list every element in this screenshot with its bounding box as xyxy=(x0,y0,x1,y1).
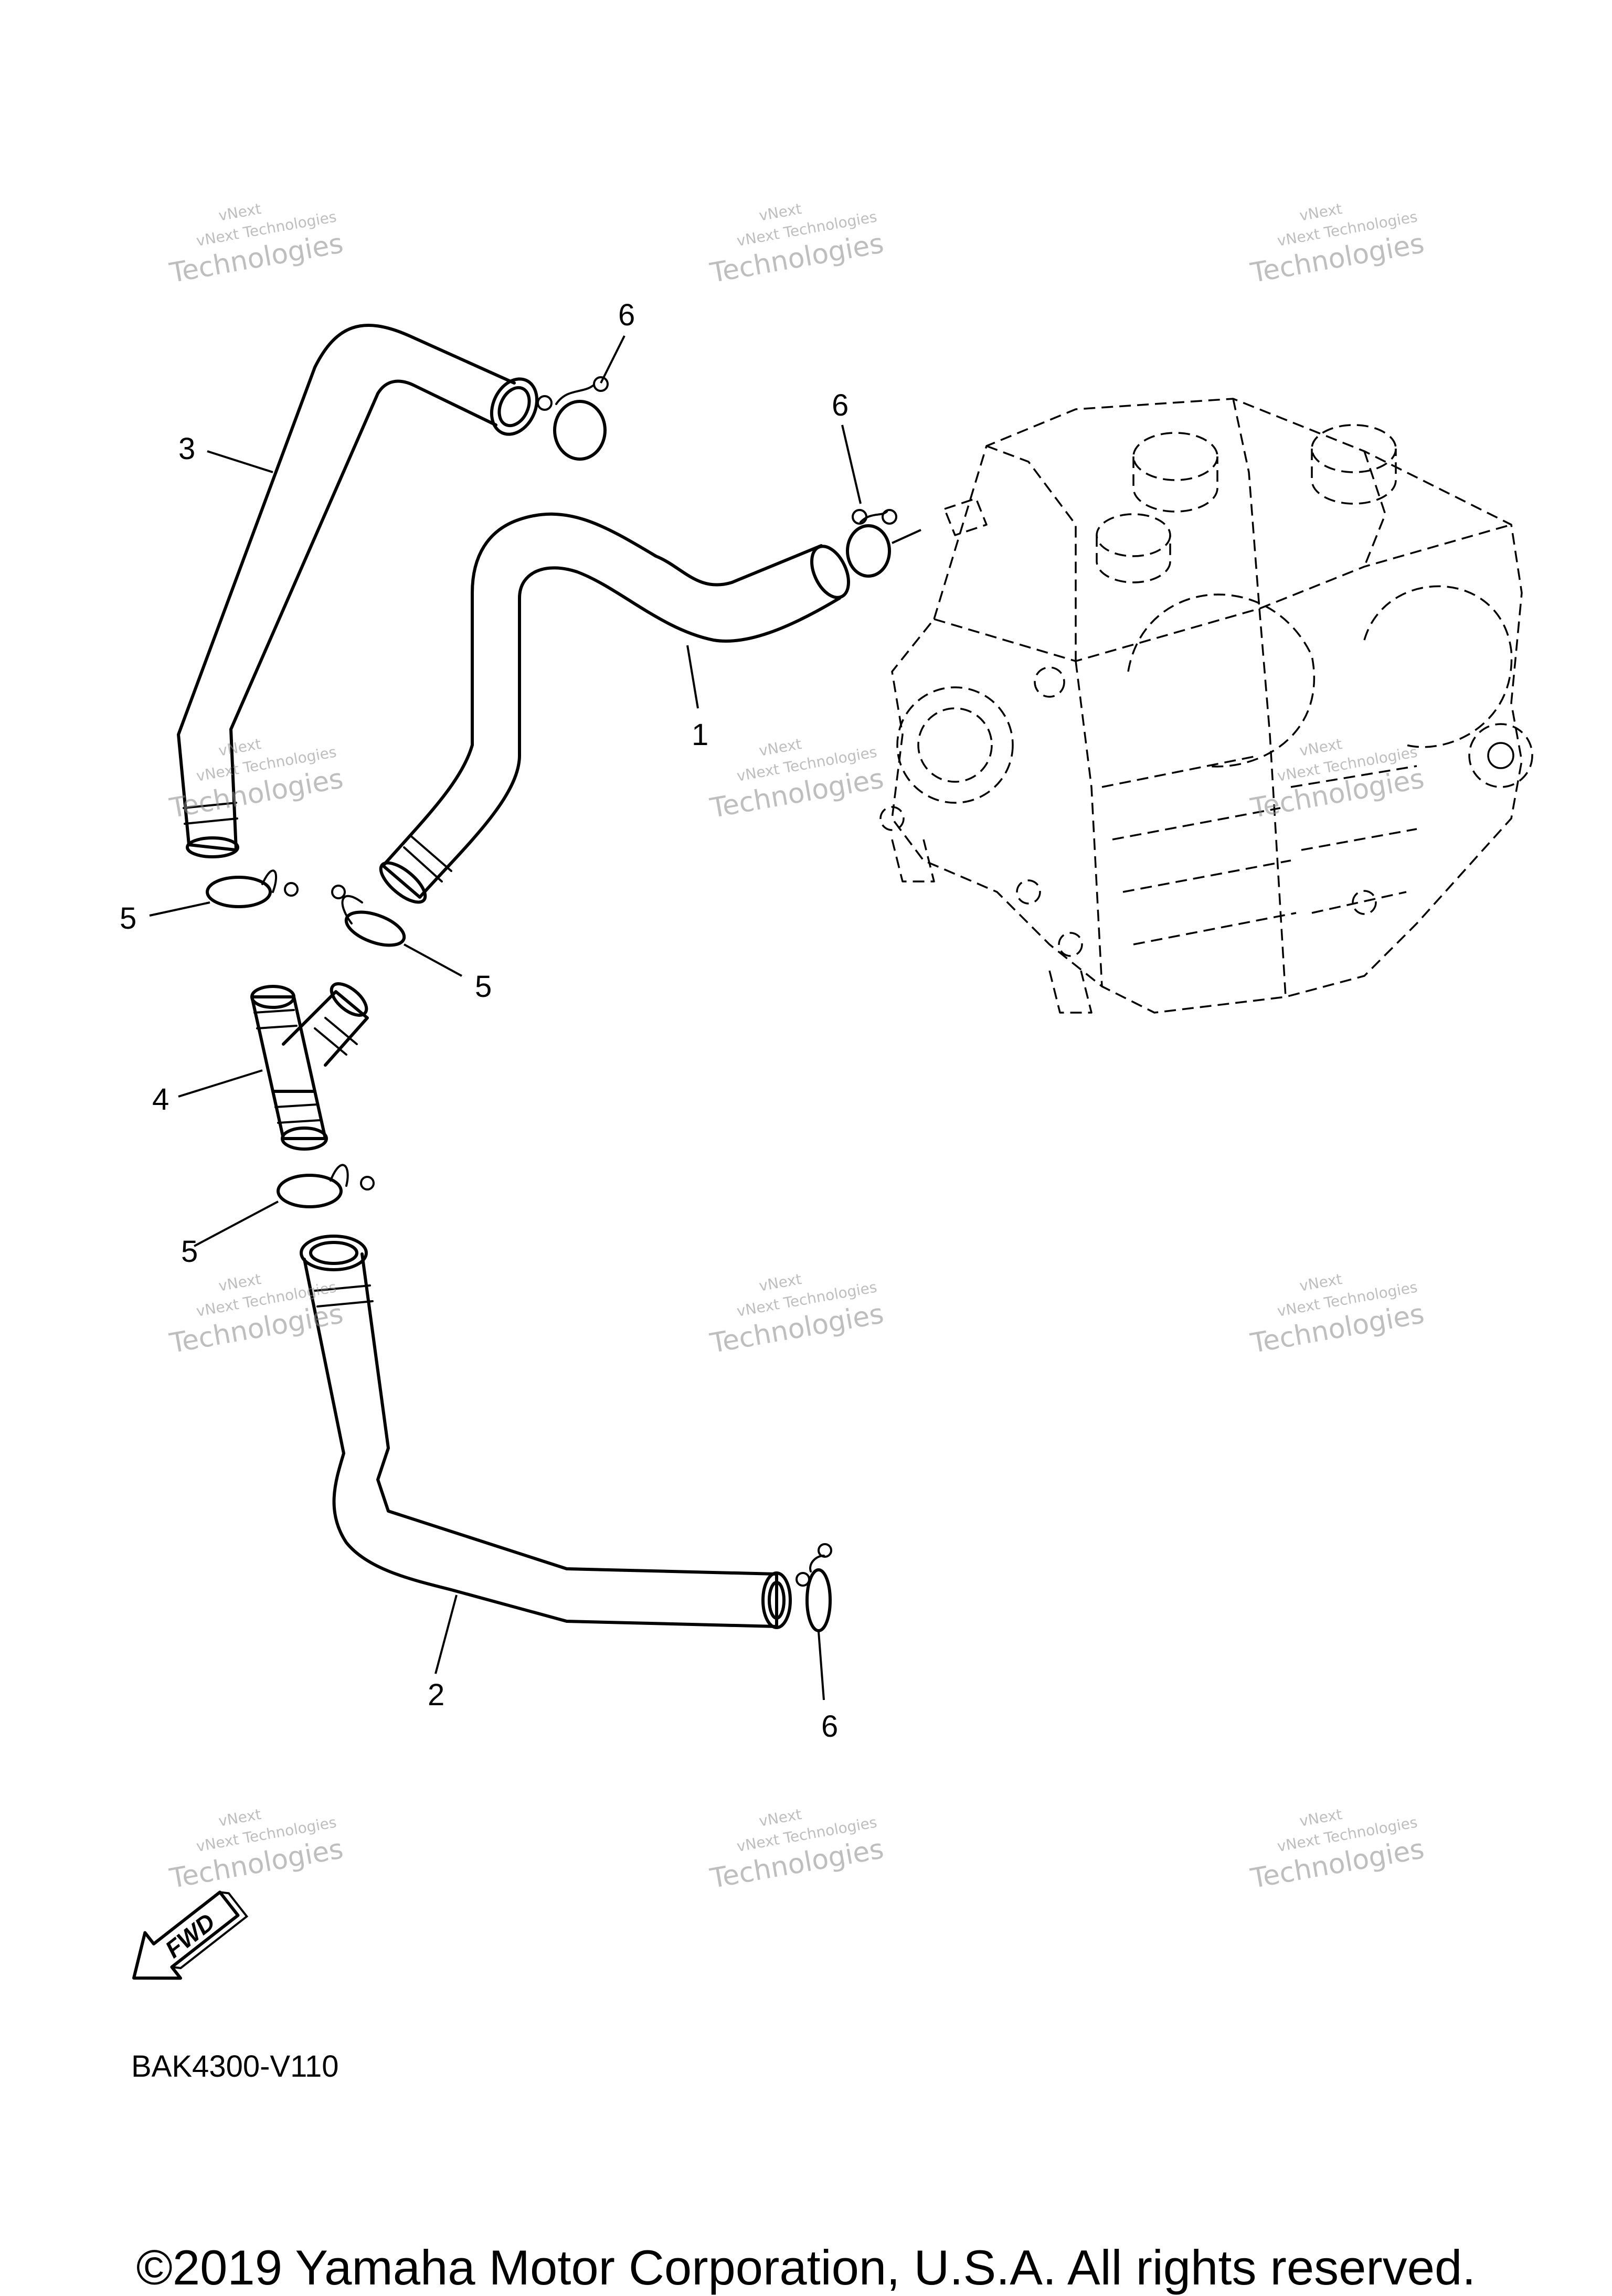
hose-2 xyxy=(300,1235,792,1629)
watermark: vNext vNext Technologies Technologies xyxy=(167,735,345,824)
svg-text:vNext: vNext xyxy=(217,1270,262,1295)
watermark: vNext vNext Technologies Technologies xyxy=(707,200,886,289)
clamp-5-bottom xyxy=(277,1164,375,1208)
svg-text:vNext: vNext xyxy=(217,200,262,225)
watermarks: vNext vNext Technologies Technologies vN… xyxy=(167,200,1426,1895)
callout-5-right: 5 xyxy=(475,970,492,1004)
callout-1: 1 xyxy=(692,718,708,752)
callout-labels: 3 6 6 1 5 5 4 5 2 6 xyxy=(120,298,849,1744)
svg-text:vNext: vNext xyxy=(758,1270,803,1295)
hose-3 xyxy=(177,324,539,858)
watermark: vNext vNext Technologies Technologies xyxy=(1248,200,1426,289)
callout-5-bottom: 5 xyxy=(181,1235,198,1269)
svg-text:vNext: vNext xyxy=(1298,200,1343,225)
svg-text:vNext: vNext xyxy=(217,1805,262,1830)
svg-text:vNext: vNext xyxy=(758,1805,803,1830)
callout-2: 2 xyxy=(428,1678,444,1712)
clip-6-top xyxy=(537,376,609,461)
callout-6-middle: 6 xyxy=(832,388,849,422)
callout-6-top: 6 xyxy=(618,298,635,332)
hose-1 xyxy=(379,512,850,904)
cylinder-head-ghost xyxy=(879,398,1533,1014)
watermark: vNext vNext Technologies Technologies xyxy=(167,200,345,289)
watermark: vNext vNext Technologies Technologies xyxy=(167,1805,345,1895)
callout-3: 3 xyxy=(178,432,195,466)
watermark: vNext vNext Technologies Technologies xyxy=(707,1805,886,1895)
clamp-5-left-top xyxy=(206,869,299,908)
watermark: vNext vNext Technologies Technologies xyxy=(707,735,886,824)
callout-4: 4 xyxy=(152,1082,169,1117)
joint-4 xyxy=(250,982,369,1151)
callout-5-left: 5 xyxy=(120,901,136,936)
watermark: vNext vNext Technologies Technologies xyxy=(707,1270,886,1359)
watermark: vNext vNext Technologies Technologies xyxy=(167,1270,345,1359)
svg-text:vNext: vNext xyxy=(1298,735,1343,760)
clip-6-bottom xyxy=(796,1543,832,1632)
watermark: vNext vNext Technologies Technologies xyxy=(1248,1805,1426,1895)
svg-text:vNext: vNext xyxy=(1298,1270,1343,1295)
svg-text:vNext: vNext xyxy=(1298,1805,1343,1830)
fwd-arrow-icon: FWD xyxy=(132,1890,249,1980)
leader-lines xyxy=(149,335,921,1700)
callout-6-bottom: 6 xyxy=(821,1709,838,1744)
diagram-code: BAK4300-V110 xyxy=(131,2049,339,2084)
clamp-5-right xyxy=(331,885,406,947)
watermark: vNext vNext Technologies Technologies xyxy=(1248,735,1426,824)
watermark: vNext vNext Technologies Technologies xyxy=(1248,1270,1426,1359)
clip-6-middle xyxy=(846,509,897,578)
svg-text:vNext: vNext xyxy=(758,200,803,225)
svg-text:vNext: vNext xyxy=(217,735,262,760)
copyright-notice: ©2019 Yamaha Motor Corporation, U.S.A. A… xyxy=(136,2240,1476,2295)
svg-text:vNext: vNext xyxy=(758,735,803,760)
